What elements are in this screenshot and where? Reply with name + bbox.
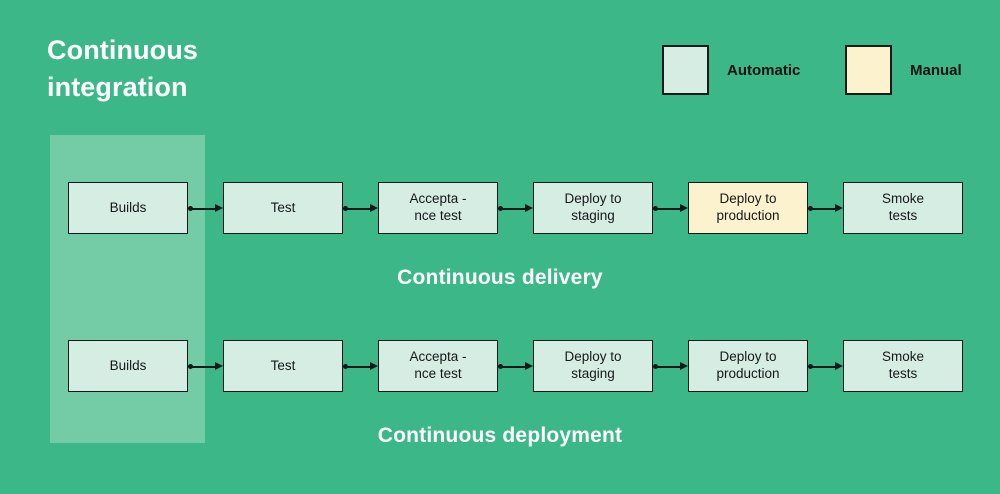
connector-shaft-icon [500, 207, 526, 210]
connector-arrowhead-icon [370, 204, 378, 212]
stage-deploy-to-staging[interactable]: Deploy to staging [533, 340, 653, 392]
connector-shaft-icon [345, 365, 371, 368]
connector-test-to-acceptance-test [343, 204, 378, 213]
stage-test[interactable]: Test [223, 182, 343, 234]
pipeline-row-continuous-deployment: Builds Test Accepta - nce test Deploy to… [0, 340, 1000, 392]
page-title-line-1: Continuous [47, 35, 198, 65]
connector-deploy-production-to-smoke-tests [808, 362, 843, 371]
stage-test[interactable]: Test [223, 340, 343, 392]
legend-item-manual: Manual [845, 45, 962, 95]
connector-shaft-icon [655, 207, 681, 210]
connector-deploy-production-to-smoke-tests [808, 204, 843, 213]
stage-deploy-to-staging[interactable]: Deploy to staging [533, 182, 653, 234]
legend-item-automatic: Automatic [662, 45, 800, 95]
stage-smoke-tests[interactable]: Smoke tests [843, 340, 963, 392]
stage-acceptance-test[interactable]: Accepta - nce test [378, 182, 498, 234]
legend-swatch-automatic-icon [662, 45, 709, 95]
connector-arrowhead-icon [370, 362, 378, 370]
legend-label-automatic: Automatic [727, 61, 801, 79]
section-caption-continuous-deployment: Continuous deployment [377, 424, 623, 447]
connector-arrowhead-icon [680, 362, 688, 370]
connector-arrowhead-icon [215, 362, 223, 370]
page-title: Continuous integration [47, 32, 347, 107]
connector-deploy-staging-to-deploy-production [653, 362, 688, 371]
connector-shaft-icon [345, 207, 371, 210]
legend-swatch-manual-icon [845, 45, 892, 95]
section-caption-continuous-delivery: Continuous delivery [397, 266, 603, 289]
connector-acceptance-test-to-deploy-staging [498, 362, 533, 371]
stage-acceptance-test[interactable]: Accepta - nce test [378, 340, 498, 392]
connector-deploy-staging-to-deploy-production [653, 204, 688, 213]
connector-arrowhead-icon [215, 204, 223, 212]
stage-builds[interactable]: Builds [68, 340, 188, 392]
connector-acceptance-test-to-deploy-staging [498, 204, 533, 213]
connector-arrowhead-icon [835, 362, 843, 370]
stage-smoke-tests[interactable]: Smoke tests [843, 182, 963, 234]
connector-shaft-icon [190, 365, 216, 368]
connector-shaft-icon [810, 365, 836, 368]
connector-arrowhead-icon [835, 204, 843, 212]
connector-shaft-icon [500, 365, 526, 368]
connector-arrowhead-icon [525, 362, 533, 370]
stage-builds[interactable]: Builds [68, 182, 188, 234]
connector-shaft-icon [190, 207, 216, 210]
connector-shaft-icon [655, 365, 681, 368]
stage-deploy-to-production[interactable]: Deploy to production [688, 340, 808, 392]
page-title-line-2: integration [47, 72, 188, 103]
connector-arrowhead-icon [680, 204, 688, 212]
legend-label-manual: Manual [910, 61, 962, 79]
connector-builds-to-test [188, 204, 223, 213]
connector-arrowhead-icon [525, 204, 533, 212]
pipeline-row-continuous-delivery: Builds Test Accepta - nce test Deploy to… [0, 182, 1000, 234]
connector-shaft-icon [810, 207, 836, 210]
connector-builds-to-test [188, 362, 223, 371]
connector-test-to-acceptance-test [343, 362, 378, 371]
stage-deploy-to-production[interactable]: Deploy to production [688, 182, 808, 234]
